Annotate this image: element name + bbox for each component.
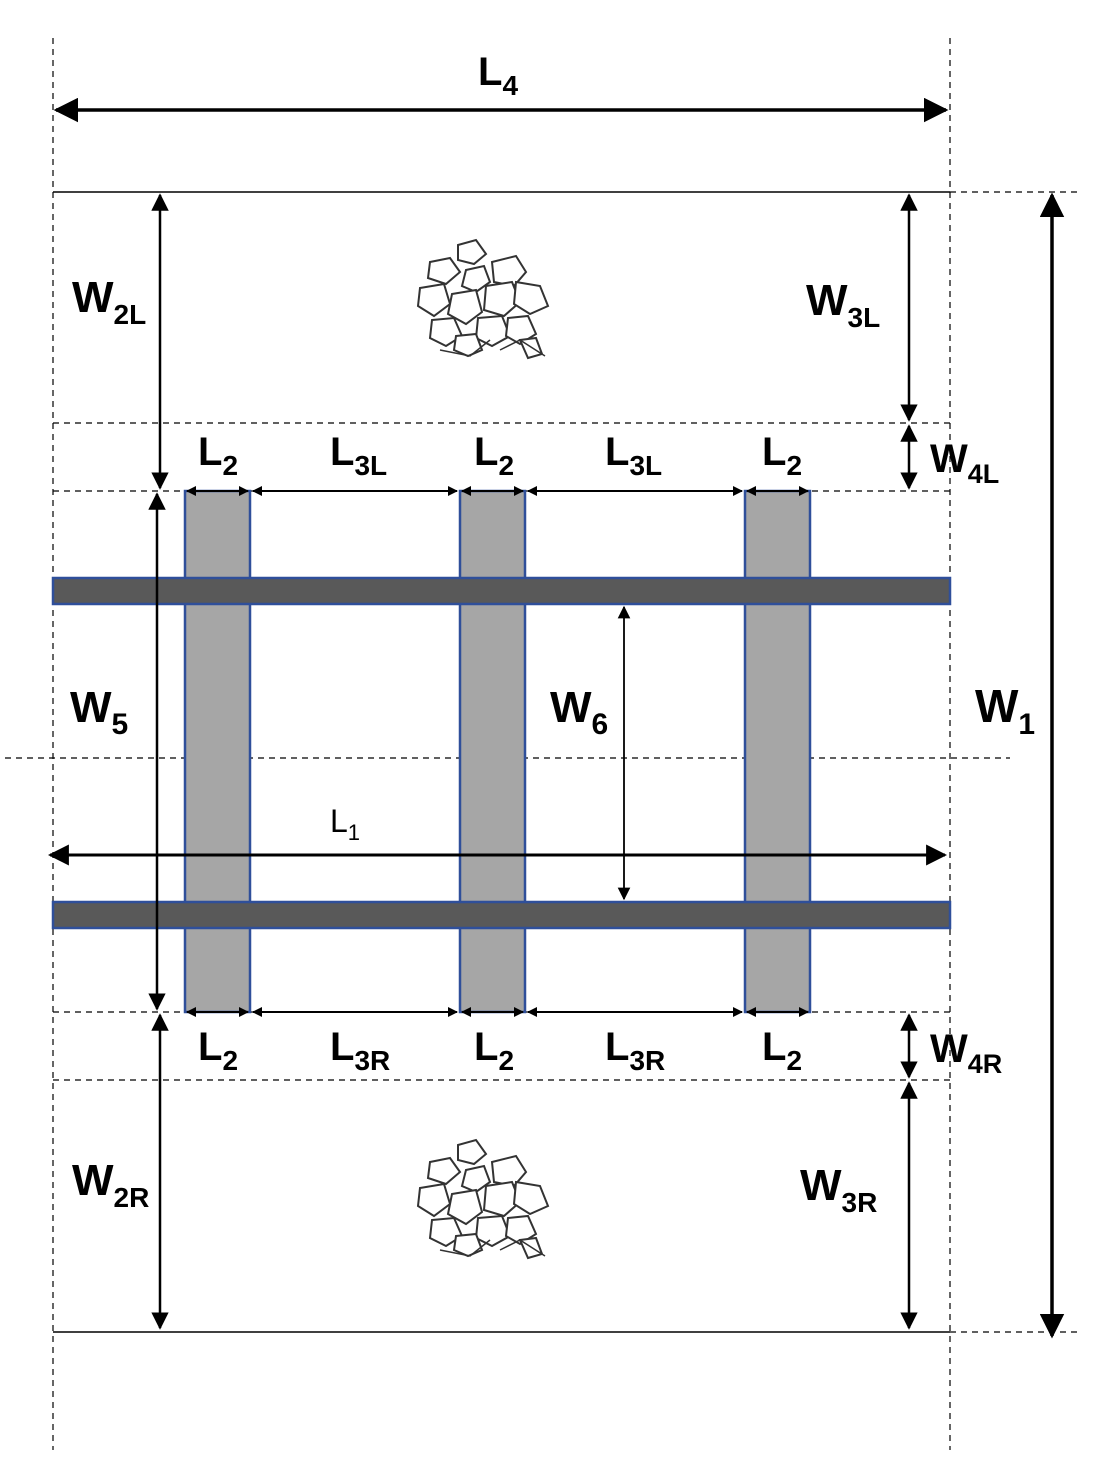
label-L2: L2 (198, 430, 238, 481)
label-L3R: L3R (605, 1025, 665, 1076)
sleeper-middle (458, 489, 527, 1014)
sleeper-right (743, 489, 812, 1014)
sleepers (183, 489, 812, 1014)
label-L2: L2 (474, 430, 514, 481)
label-L2: L2 (762, 1025, 802, 1076)
label-L2: L2 (762, 430, 802, 481)
label-W3R: W3R (800, 1161, 877, 1218)
ballast-gravel-icon (417, 1139, 549, 1259)
label-W2L: W2L (72, 273, 146, 330)
rails (51, 576, 952, 930)
label-L3R: L3R (330, 1025, 390, 1076)
label-W2R: W2R (72, 1156, 149, 1213)
label-W3L: W3L (806, 276, 880, 333)
label-W4R: W4R (930, 1027, 1002, 1079)
sleeper-left (183, 489, 252, 1014)
label-L1: L1 (330, 803, 360, 845)
ballast-boundaries (53, 191, 950, 1333)
dimension-arrows (47, 97, 1065, 1339)
label-W1: W1 (975, 680, 1035, 741)
ballast-gravel-icon (417, 239, 549, 359)
rail-top (51, 576, 952, 606)
dimension-labels: L4 L1 W1 W2L W2R W3L W3R W4L W4R W5 W6 L… (70, 50, 1035, 1218)
label-L3L: L3L (605, 430, 662, 481)
dashed-guides (5, 38, 1078, 1450)
label-W6: W6 (550, 683, 608, 741)
rail-bottom (51, 900, 952, 930)
label-L3L: L3L (330, 430, 387, 481)
label-L4: L4 (478, 50, 518, 101)
label-W5: W5 (70, 683, 128, 741)
label-W4L: W4L (930, 437, 999, 489)
label-L2: L2 (474, 1025, 514, 1076)
label-L2: L2 (198, 1025, 238, 1076)
